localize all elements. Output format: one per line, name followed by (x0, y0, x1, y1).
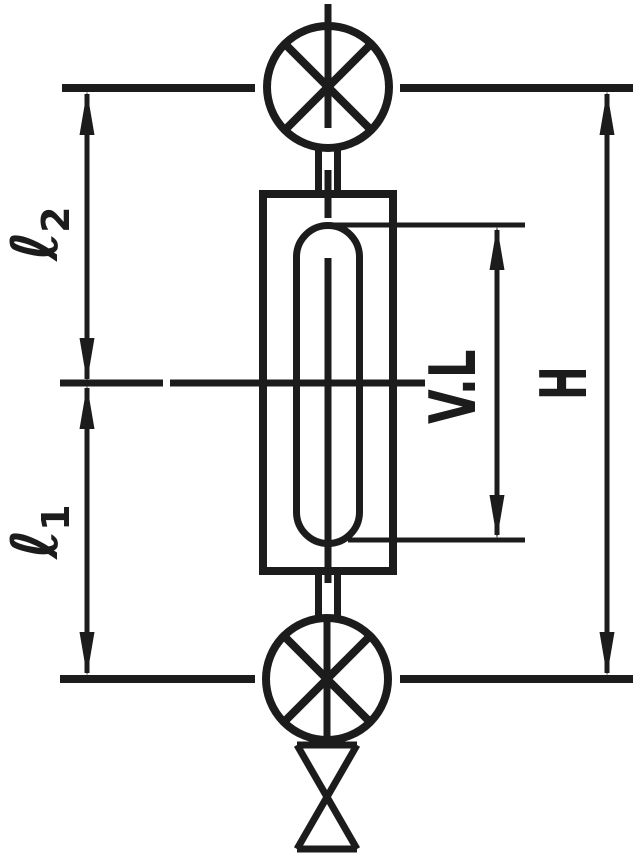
dimension-vl-label: V.L (417, 350, 491, 424)
arrowhead-up-icon (79, 385, 95, 429)
bottom-valve-symbol (262, 614, 392, 746)
arrowhead-down-icon (79, 632, 95, 676)
top-valve-circle (263, 22, 393, 152)
svg-text:V.L: V.L (417, 350, 491, 424)
bottom-neck (315, 571, 341, 618)
svg-text:H: H (526, 366, 601, 400)
arrowhead-up-icon (79, 91, 95, 135)
dimension-vl: V.L (332, 222, 525, 543)
svg-text:ℓ2: ℓ2 (0, 206, 78, 262)
sight-glass (293, 222, 363, 583)
dimension-l1: ℓ1 (0, 385, 95, 676)
bottom-valve-circle (262, 614, 392, 744)
arrowhead-down-icon (599, 632, 615, 676)
bottom-valve-cross-diagonal (281, 633, 373, 725)
top-neck (315, 150, 341, 194)
dimension-l1-label: ℓ1 (0, 504, 78, 560)
drain-valve-symbol (293, 741, 361, 853)
drain-valve-diagonal (293, 743, 361, 851)
arrowhead-up-icon (599, 91, 615, 135)
arrowhead-up-icon (489, 226, 505, 270)
dimension-l2-label: ℓ2 (0, 206, 78, 262)
top-valve-cross-diagonal (282, 41, 374, 133)
top-valve-symbol (263, 4, 393, 152)
svg-text:ℓ1: ℓ1 (0, 504, 78, 560)
dimension-h-label: H (526, 366, 601, 400)
dimension-h: H (526, 91, 615, 676)
dimension-l2: ℓ2 (0, 91, 95, 382)
arrowhead-down-icon (489, 495, 505, 539)
arrowhead-down-icon (79, 338, 95, 382)
